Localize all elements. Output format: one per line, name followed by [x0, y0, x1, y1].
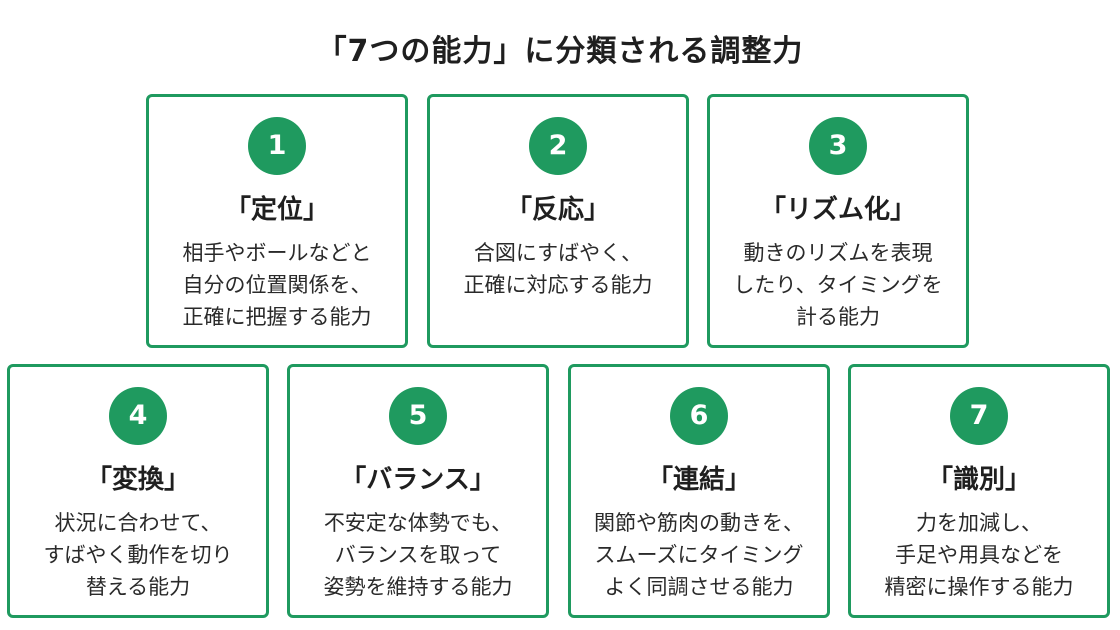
number-badge: 6	[670, 387, 728, 445]
description-line: 姿勢を維持する能力	[323, 575, 513, 599]
description-line: 手足や用具などを	[895, 543, 1063, 567]
ability-description: 状況に合わせて、 すばやく動作を切り 替える能力	[16, 507, 260, 603]
number-badge: 4	[109, 387, 167, 445]
description-line: スムーズにタイミング	[594, 543, 804, 567]
ability-name: 「反応」	[505, 195, 610, 225]
description-line: 精密に操作する能力	[884, 575, 1074, 599]
description-line: したり、タイミングを	[733, 273, 943, 297]
ability-card-1: 1 「定位」 相手やボールなどと 自分の位置関係を、 正確に把握する能力	[146, 94, 408, 348]
number-badge: 1	[248, 117, 306, 175]
description-line: 状況に合わせて、	[54, 511, 222, 535]
ability-name: 「変換」	[85, 465, 190, 495]
ability-description: 力を加減し、 手足や用具などを 精密に操作する能力	[857, 507, 1101, 603]
ability-name: 「バランス」	[340, 465, 496, 495]
ability-name: 「識別」	[926, 465, 1031, 495]
ability-description: 不安定な体勢でも、 バランスを取って 姿勢を維持する能力	[296, 507, 540, 603]
description-line: バランスを取って	[334, 543, 502, 567]
ability-description: 相手やボールなどと 自分の位置関係を、 正確に把握する能力	[155, 237, 399, 333]
description-line: 相手やボールなどと	[182, 241, 372, 265]
ability-card-2: 2 「反応」 合図にすばやく、 正確に対応する能力	[427, 94, 689, 348]
number-badge: 5	[389, 387, 447, 445]
ability-description: 合図にすばやく、 正確に対応する能力	[436, 237, 680, 301]
ability-card-5: 5 「バランス」 不安定な体勢でも、 バランスを取って 姿勢を維持する能力	[287, 364, 549, 618]
description-line: 自分の位置関係を、	[182, 273, 372, 297]
description-line: 計る能力	[796, 305, 880, 329]
ability-card-6: 6 「連結」 関節や筋肉の動きを、 スムーズにタイミング よく同調させる能力	[568, 364, 830, 618]
page-title: 「7つの能力」に分類される調整力	[316, 34, 804, 69]
description-line: 正確に対応する能力	[463, 273, 653, 297]
description-line: 関節や筋肉の動きを、	[594, 511, 804, 535]
ability-name: 「リズム化」	[759, 195, 916, 225]
ability-description: 関節や筋肉の動きを、 スムーズにタイミング よく同調させる能力	[577, 507, 821, 603]
number-badge: 7	[950, 387, 1008, 445]
description-line: 不安定な体勢でも、	[323, 511, 513, 535]
description-line: 替える能力	[85, 575, 191, 599]
description-line: よく同調させる能力	[604, 575, 794, 599]
description-line: 合図にすばやく、	[473, 241, 643, 265]
description-line: すばやく動作を切り	[43, 543, 233, 567]
ability-card-3: 3 「リズム化」 動きのリズムを表現 したり、タイミングを 計る能力	[707, 94, 969, 348]
description-line: 正確に把握する能力	[182, 305, 372, 329]
description-line: 力を加減し、	[916, 511, 1042, 535]
ability-card-4: 4 「変換」 状況に合わせて、 すばやく動作を切り 替える能力	[7, 364, 269, 618]
number-badge: 3	[809, 117, 867, 175]
ability-name: 「連結」	[646, 465, 751, 495]
description-line: 動きのリズムを表現	[743, 241, 933, 265]
ability-name: 「定位」	[224, 195, 329, 225]
ability-description: 動きのリズムを表現 したり、タイミングを 計る能力	[716, 237, 960, 333]
ability-card-7: 7 「識別」 力を加減し、 手足や用具などを 精密に操作する能力	[848, 364, 1110, 618]
number-badge: 2	[529, 117, 587, 175]
